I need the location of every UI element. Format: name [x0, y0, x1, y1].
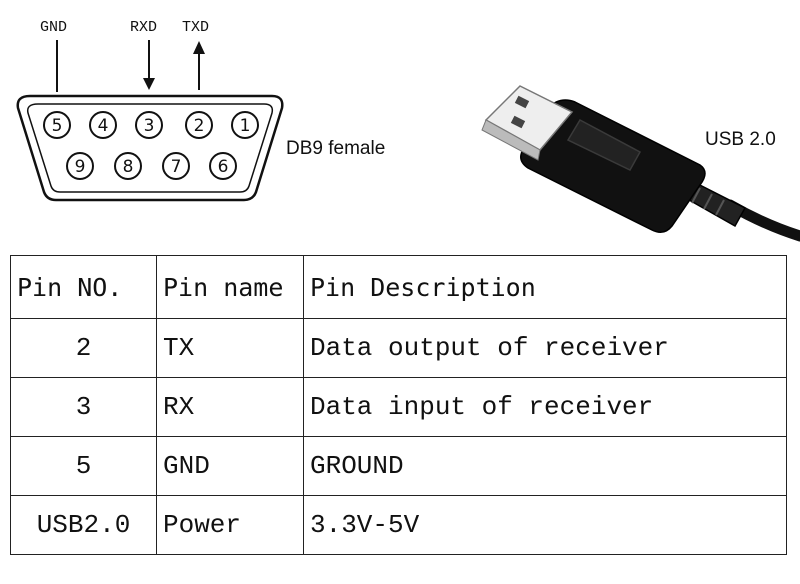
pin-description-cell: GROUND	[303, 436, 787, 496]
db9-label: DB9 female	[286, 138, 385, 159]
db9-pin-5: 5	[43, 111, 71, 139]
header-pin-no: Pin NO.	[10, 255, 157, 319]
db9-pin-2: 2	[185, 111, 213, 139]
table-row: 3 RX Data input of receiver	[10, 377, 787, 437]
pin-no-cell: USB2.0	[10, 495, 157, 555]
table-header-row: Pin NO. Pin name Pin Description	[10, 255, 787, 319]
pin-number: 3	[144, 116, 155, 136]
txd-arrow-icon	[193, 41, 205, 90]
header-pin-name: Pin name	[156, 255, 304, 319]
pin-description-cell: 3.3V-5V	[303, 495, 787, 555]
db9-pin-8: 8	[114, 152, 142, 180]
pin-number: 4	[98, 116, 109, 136]
table-row: 2 TX Data output of receiver	[10, 318, 787, 378]
rxd-signal-label: RXD	[130, 19, 157, 36]
pin-number: 1	[240, 116, 251, 136]
pin-no-cell: 2	[10, 318, 157, 378]
pin-number: 7	[171, 157, 182, 177]
db9-pin-1: 1	[231, 111, 259, 139]
connector-diagram: GND RXD TXD 5 4 3 2 1 9	[16, 19, 800, 242]
pin-number: 6	[218, 157, 229, 177]
pin-name-cell: GND	[156, 436, 304, 496]
pin-number: 8	[123, 157, 134, 177]
db9-pin-4: 4	[89, 111, 117, 139]
usb-cable-icon	[481, 85, 800, 242]
db9-pin-9: 9	[66, 152, 94, 180]
pin-no-cell: 3	[10, 377, 157, 437]
pin-number: 2	[194, 116, 205, 136]
pin-name-cell: TX	[156, 318, 304, 378]
table-row: 5 GND GROUND	[10, 436, 787, 496]
pin-name-cell: Power	[156, 495, 304, 555]
pin-table: Pin NO. Pin name Pin Description 2 TX Da…	[10, 255, 787, 555]
header-pin-description: Pin Description	[303, 255, 787, 319]
db9-connector	[16, 94, 284, 202]
db9-pin-6: 6	[209, 152, 237, 180]
usb-label: USB 2.0	[705, 129, 776, 150]
pin-name-cell: RX	[156, 377, 304, 437]
table-row: USB2.0 Power 3.3V-5V	[10, 495, 787, 555]
pin-no-cell: 5	[10, 436, 157, 496]
pin-number: 9	[75, 157, 86, 177]
pin-description-cell: Data output of receiver	[303, 318, 787, 378]
rxd-arrow-icon	[143, 40, 155, 90]
pin-description-cell: Data input of receiver	[303, 377, 787, 437]
db9-pin-7: 7	[162, 152, 190, 180]
pin-number: 5	[52, 116, 63, 136]
txd-signal-label: TXD	[182, 19, 209, 36]
db9-pin-3: 3	[135, 111, 163, 139]
gnd-signal-label: GND	[40, 19, 67, 36]
